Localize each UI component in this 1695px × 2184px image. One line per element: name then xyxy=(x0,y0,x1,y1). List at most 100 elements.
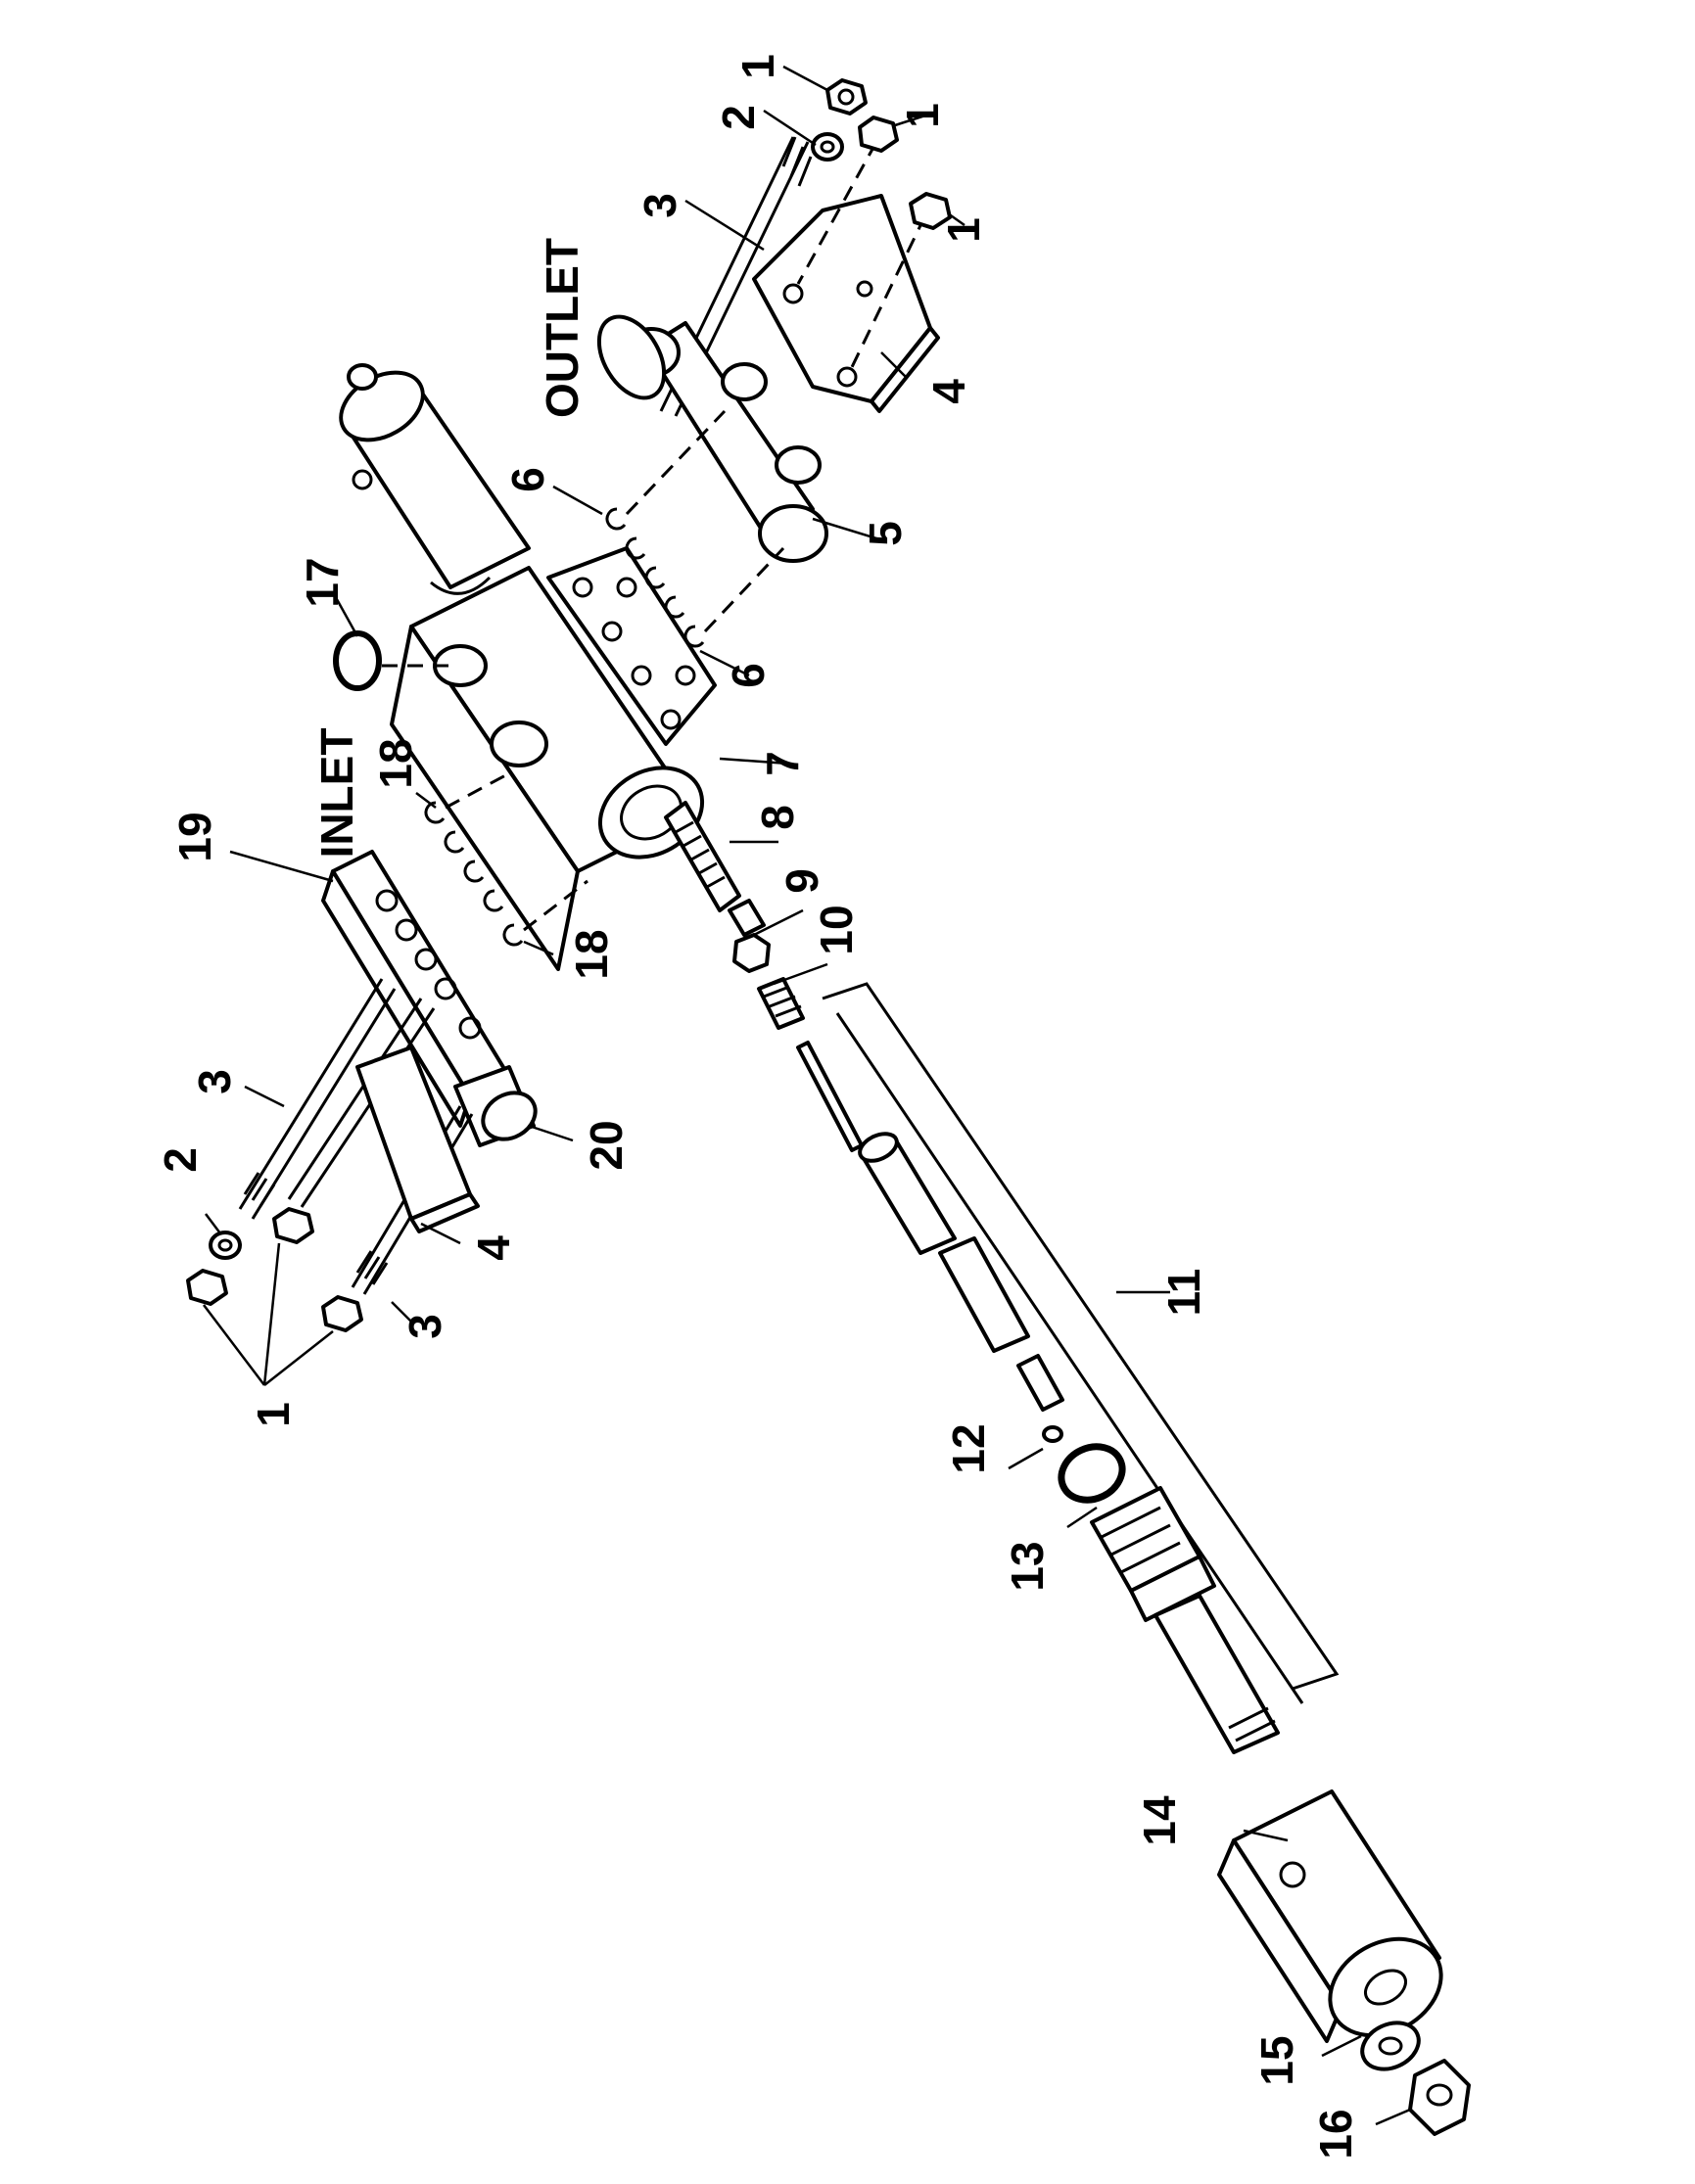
hex-nut-top-b xyxy=(858,116,899,153)
o-ring-17 xyxy=(333,630,382,691)
nut-9 xyxy=(732,933,771,973)
washer-inlet xyxy=(209,1231,242,1260)
rod-11-outline xyxy=(822,982,1340,1691)
pin xyxy=(1016,1354,1064,1412)
c-clip-6b xyxy=(625,536,646,560)
callout-4: 4 xyxy=(923,379,974,404)
callout-16: 16 xyxy=(1310,2109,1361,2159)
callout-3: 3 xyxy=(635,193,685,218)
motor-end-nut xyxy=(347,363,378,391)
dash-18b xyxy=(523,879,589,932)
inlet-hole-1 xyxy=(375,889,399,912)
c-clip-6e xyxy=(683,625,705,648)
callout-2: 2 xyxy=(713,105,764,130)
callout-18: 18 xyxy=(370,738,421,788)
flange-bolt-1 xyxy=(572,577,593,598)
callout-4: 4 xyxy=(468,1235,519,1261)
dash-nut-outlet-b xyxy=(850,214,927,368)
hex-nut-inlet-c xyxy=(321,1295,363,1332)
spring-10-coils xyxy=(763,985,802,1018)
callout-13: 13 xyxy=(1002,1541,1053,1591)
c-clip-6d xyxy=(664,595,685,619)
c-clip-18e xyxy=(502,923,524,947)
bracket-hole-b xyxy=(836,366,858,388)
inlet-fitting-nut xyxy=(481,1091,538,1141)
washer-inlet-bore xyxy=(217,1238,233,1252)
flange-bolt-2 xyxy=(601,621,623,642)
callout-3: 3 xyxy=(400,1314,450,1339)
washer-top-bore xyxy=(820,140,835,154)
inlet-label: INLET xyxy=(311,728,362,859)
outlet-port-ring xyxy=(721,362,768,401)
washer-15-bore xyxy=(1378,2036,1403,2056)
stem-thread-lines xyxy=(1101,1506,1181,1574)
callout-6: 6 xyxy=(502,467,553,492)
c-clip-18d xyxy=(483,889,504,912)
spool-8-tip xyxy=(728,899,766,937)
hex-nut-right xyxy=(909,192,952,230)
motor-side-screw xyxy=(352,469,373,490)
outlet-bracket-flange xyxy=(870,326,940,413)
flange-bolt-6 xyxy=(675,665,696,686)
callout-7: 7 xyxy=(757,751,808,776)
c-clips-6 xyxy=(605,409,785,648)
c-clip-6c xyxy=(644,566,666,589)
actuator-motor xyxy=(339,363,531,595)
inlet-hole-5 xyxy=(458,1016,482,1040)
outlet-fasteners xyxy=(811,78,952,230)
c-clip-6a xyxy=(605,507,627,531)
callout-20: 20 xyxy=(581,1120,632,1170)
valve-end-port-bore xyxy=(620,784,683,841)
callout-9: 9 xyxy=(777,868,827,894)
o-ring-13 xyxy=(1058,1443,1126,1504)
callout-2: 2 xyxy=(155,1147,206,1173)
callout-19: 19 xyxy=(169,812,220,861)
outlet-port-ring-b xyxy=(775,445,822,485)
callout-6: 6 xyxy=(723,663,774,688)
inlet-hole-2 xyxy=(395,918,418,942)
spool-assembly xyxy=(664,801,1064,1443)
c-clip-18b xyxy=(444,830,465,854)
rod-11-inner xyxy=(835,1012,1304,1704)
callout-labels: 1 2 1 1 3 OUTLET 4 5 6 6 17 7 8 9 10 11 … xyxy=(155,54,1361,2159)
threaded-stem xyxy=(1090,1486,1280,1754)
outlet-fitting xyxy=(596,314,667,400)
callout-17: 17 xyxy=(297,557,348,607)
callout-18: 18 xyxy=(566,929,617,979)
callout-1: 1 xyxy=(897,103,948,128)
dash-nut-outlet xyxy=(796,141,878,285)
c-clip-18c xyxy=(463,860,485,883)
hex-nut-top-bore xyxy=(837,88,855,106)
body-14-face xyxy=(1217,1838,1343,2043)
callout-15: 15 xyxy=(1251,2035,1302,2085)
outlet-block-end xyxy=(758,504,828,563)
dash-6b xyxy=(703,546,785,633)
washer-15 xyxy=(1360,2021,1421,2071)
sleeve-end xyxy=(858,1132,899,1163)
callout-14: 14 xyxy=(1134,1795,1185,1846)
tie-rod-inlet-b xyxy=(287,998,423,1200)
inlet-bracket-flange xyxy=(409,1192,480,1233)
outlet-bracket-assembly xyxy=(659,136,940,417)
stem-hex xyxy=(1129,1555,1216,1622)
valve-port-17 xyxy=(490,720,548,767)
tie-rod-inlet-b-edge xyxy=(300,1007,436,1208)
flange-bolt-3 xyxy=(631,665,652,686)
inlet-fasteners xyxy=(186,1207,363,1332)
flange-bolt-5 xyxy=(616,577,637,598)
outlet-manifold-block xyxy=(596,314,828,563)
leader-lines xyxy=(203,65,1411,2126)
hex-nut-inlet-a xyxy=(186,1269,228,1306)
stem-shaft-thread xyxy=(1228,1706,1276,1743)
spool-8 xyxy=(664,801,741,912)
callout-1: 1 xyxy=(248,1402,299,1427)
body-14-screw xyxy=(1279,1861,1306,1888)
bracket-hole-a xyxy=(782,283,804,304)
washer-top xyxy=(811,132,844,162)
body-14 xyxy=(1217,1789,1443,2043)
inlet-bracket-assembly xyxy=(238,978,480,1295)
callout-1: 1 xyxy=(732,54,783,79)
spool-8-grooves xyxy=(675,820,726,889)
valve-body-flange xyxy=(546,546,717,746)
